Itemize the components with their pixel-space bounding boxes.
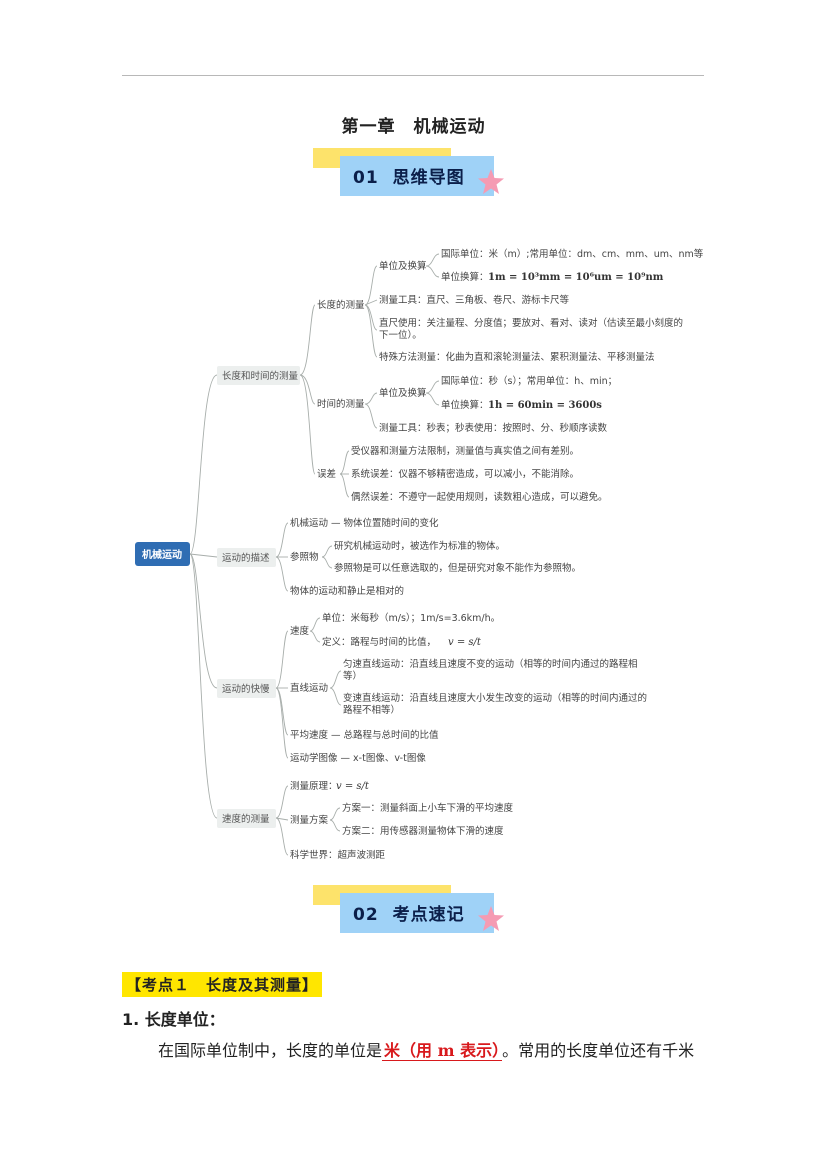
paragraph-text-cont: 。常用的长度单位还有千米	[502, 1041, 695, 1060]
branch-label: 运动的快慢	[222, 683, 270, 695]
header-rule	[122, 75, 704, 76]
node-variable-motion-cont: 路程不相等）	[343, 704, 400, 716]
branch-label: 运动的描述	[222, 552, 270, 564]
banner-number: 02	[353, 905, 379, 925]
node-systematic-error: 系统误差：仪器不够精密造成，可以减小，不能消除。	[351, 468, 579, 480]
principle-formula: v = s/t	[336, 781, 370, 792]
node-motion-graph: 运动学图像 — x-t图像、v-t图像	[290, 752, 426, 764]
node-time-conv-label: 单位换算：	[441, 399, 489, 411]
node-error: 误差	[317, 468, 336, 480]
node-speed-def: 定义：路程与时间的比值，	[322, 636, 436, 648]
branch-label: 长度和时间的测量	[222, 370, 299, 382]
branch-node-length-time	[217, 366, 300, 385]
node-variable-motion: 变速直线运动：沿直线且速度大小发生改变的运动（相等的时间内通过的	[343, 692, 647, 704]
node-time-unit-conversion: 单位及换算	[379, 387, 427, 399]
node-reference: 参照物	[290, 551, 319, 563]
node-special-methods: 特殊方法测量：化曲为直和滚轮测量法、累积测量法、平移测量法	[379, 351, 655, 363]
node-mechanical-motion: 机械运动 — 物体位置随时间的变化	[290, 517, 439, 529]
node-uniform-motion: 匀速直线运动：沿直线且速度不变的运动（相等的时间内通过的路程相	[343, 658, 638, 670]
banner-text: 思维导图	[392, 168, 465, 188]
node-average-speed: 平均速度 — 总路程与总时间的比值	[290, 729, 439, 741]
paragraph-text: 在国际单位制中，长度的单位是	[158, 1041, 383, 1060]
node-length-conv-label: 单位换算：	[441, 271, 489, 283]
node-unit-conversion: 单位及换算	[379, 260, 427, 272]
section-banner-mindmap: 01 思维导图	[313, 148, 513, 203]
section-banner-keypoints: 02 考点速记	[313, 885, 513, 940]
node-reference-2: 参照物是可以任意选取的，但是研究对象不能作为参照物。	[334, 562, 581, 574]
speed-formula: v = s/t	[448, 637, 482, 648]
node-plan-1: 方案一：测量斜面上小车下滑的平均速度	[342, 802, 514, 814]
time-conv-formula: 1h = 60min = 3600s	[488, 400, 602, 411]
connector-lines	[189, 253, 440, 856]
node-ruler-use-cont: 下一位）。	[379, 329, 422, 341]
node-plan-2: 方案二：用传感器测量物体下滑的速度	[342, 825, 504, 837]
star-icon	[478, 169, 504, 194]
node-principle: 测量原理：	[290, 781, 338, 792]
node-science-world: 科学世界：超声波测距	[290, 849, 386, 861]
node-length-unit: 国际单位：米（m）;常用单位：dm、cm、mm、um、nm等	[441, 248, 704, 260]
root-node	[135, 542, 190, 566]
node-reference-1: 研究机械运动时，被选作为标准的物体。	[334, 540, 505, 552]
node-random-error: 偶然误差：不遵守一起使用规则，读数粗心造成，可以避免。	[351, 491, 608, 503]
node-speed: 速度	[290, 625, 310, 637]
banner-text: 考点速记	[392, 905, 465, 925]
branch-label: 速度的测量	[222, 813, 270, 825]
node-time-measure: 时间的测量	[317, 398, 365, 410]
answer-blank: 米（用 m 表示）	[382, 1041, 503, 1061]
branch-node-speed-measure	[217, 809, 276, 828]
body-paragraph: 在国际单位制中，长度的单位是米（用 m 表示）。常用的长度单位还有千米	[158, 1037, 694, 1061]
mind-map: 机械运动 长度和时间的测量 运动的描述 运动的快慢 速度的测量 长度的测量 单位…	[135, 248, 704, 861]
node-length-measure: 长度的测量	[317, 299, 365, 311]
branch-node-description	[217, 548, 276, 567]
root-label: 机械运动	[142, 548, 182, 561]
node-uniform-motion-cont: 等）	[343, 670, 362, 682]
node-error-def: 受仪器和测量方法限制，测量值与真实值之间有差别。	[351, 445, 579, 457]
node-time-unit: 国际单位：秒（s）；常用单位：h、min；	[441, 375, 617, 387]
node-time-tools: 测量工具：秒表；秒表使用：按照时、分、秒顺序读数	[379, 422, 608, 434]
branch-node-speed	[217, 679, 276, 698]
chapter-title: 第一章 机械运动	[341, 117, 486, 137]
star-icon	[478, 906, 504, 931]
node-plan: 测量方案	[290, 814, 329, 826]
length-conv-formula: 1m = 10³mm = 10⁶um = 10⁹nm	[488, 272, 664, 283]
node-relative: 物体的运动和静止是相对的	[290, 585, 404, 597]
banner-number: 01	[353, 168, 379, 188]
node-linear-motion: 直线运动	[290, 682, 328, 694]
keypoint-heading: 【考点１ 长度及其测量】	[122, 972, 323, 997]
node-length-tools: 测量工具：直尺、三角板、卷尺、游标卡尺等	[379, 294, 570, 306]
node-ruler-use: 直尺使用：关注量程、分度值；要放对、看对、读对（估读至最小刻度的	[379, 317, 683, 329]
section-heading: 1. 长度单位：	[122, 1010, 225, 1029]
node-speed-unit: 单位：米每秒（m/s）；1m/s=3.6km/h。	[322, 612, 500, 624]
